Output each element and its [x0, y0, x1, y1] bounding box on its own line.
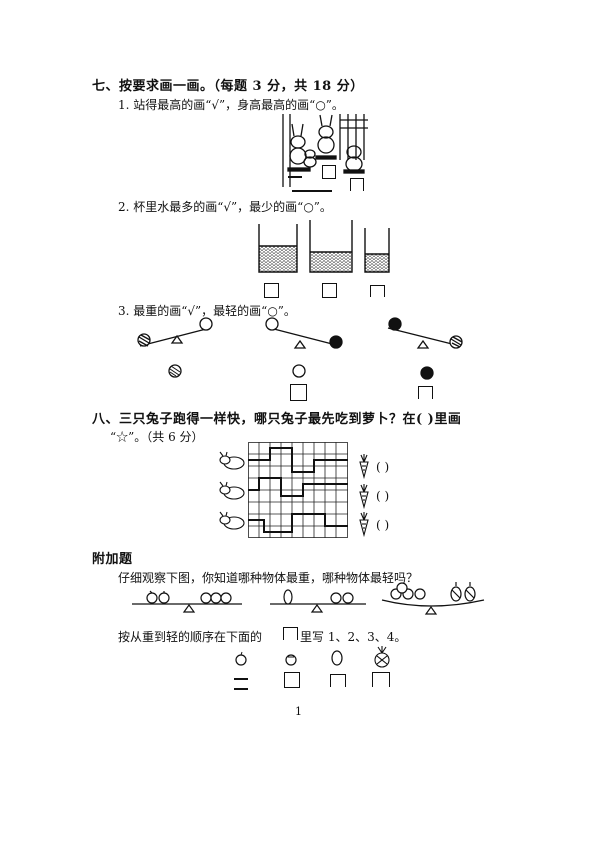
answer-box-cup-3[interactable]: [370, 285, 385, 297]
bonus-order-text: 按从重到轻的顺序在下面的: [118, 630, 263, 644]
carrot-3-icon: [359, 512, 369, 538]
water-cups-illustration: [258, 220, 390, 273]
answer-box-cup-1[interactable]: [264, 283, 279, 298]
inline-box-icon: [283, 627, 298, 640]
rabbits-staircase-illustration: [282, 114, 368, 187]
rabbit-1-icon: [219, 451, 245, 470]
section8-heading-line1: 八、三只兔子跑得一样快，哪只兔子最先吃到萝卜？在( )里画: [92, 412, 462, 427]
answer-blank-apple-2[interactable]: [234, 688, 248, 690]
answer-paren-2[interactable]: ( ): [376, 489, 390, 503]
carrot-2-icon: [359, 484, 369, 510]
answer-box-rabbit-2[interactable]: [322, 165, 336, 179]
striped-ball-icon: [168, 364, 182, 378]
orange-icon: [285, 654, 297, 666]
answer-paren-3[interactable]: ( ): [376, 518, 390, 532]
bonus-order-text-tail: 里写 1、2、3、4。: [300, 630, 407, 644]
answer-blank-apple[interactable]: [234, 678, 248, 680]
bonus-instruction: 仔细观察下图，你知道哪种物体最重，哪种物体最轻吗？: [118, 571, 419, 585]
rabbit-2-icon: [219, 481, 245, 500]
staircase-base: [292, 190, 332, 192]
answer-blank-1[interactable]: [288, 176, 302, 178]
pineapple-icon: [374, 646, 390, 668]
answer-box-white-ball[interactable]: [290, 384, 307, 401]
answer-box-mango[interactable]: [330, 674, 346, 687]
answer-box-pineapple[interactable]: [372, 672, 390, 687]
answer-box-orange[interactable]: [284, 672, 300, 688]
apple-icon: [235, 651, 247, 666]
q2-text: 2. 杯里水最多的画“√”，最少的画“○”。: [118, 200, 332, 214]
bonus-title: 附加题: [92, 552, 133, 567]
balance-scales-illustration: [137, 317, 463, 349]
section7-heading: 七、按要求画一画。（每题 3 分，共 18 分）: [92, 79, 364, 94]
page-number: 1: [295, 705, 302, 718]
white-ball-icon: [292, 364, 306, 378]
section8-heading-line2: “☆”。（共 6 分）: [110, 430, 204, 444]
answer-paren-1[interactable]: ( ): [376, 460, 390, 474]
rabbit-3-icon: [219, 511, 245, 530]
answer-box-rabbit-3[interactable]: [350, 178, 364, 191]
carrot-1-icon: [359, 454, 369, 480]
black-ball-icon: [420, 366, 434, 380]
maze-grid: [248, 442, 348, 538]
bonus-balances-illustration: [132, 582, 485, 615]
q1-text: 1. 站得最高的画“√”，身高最高的画“○”。: [118, 98, 344, 112]
mango-icon: [331, 650, 343, 666]
answer-box-black-ball[interactable]: [418, 386, 433, 399]
q3-text: 3. 最重的画“√”，最轻的画“○”。: [118, 304, 296, 318]
answer-box-cup-2[interactable]: [322, 283, 337, 298]
